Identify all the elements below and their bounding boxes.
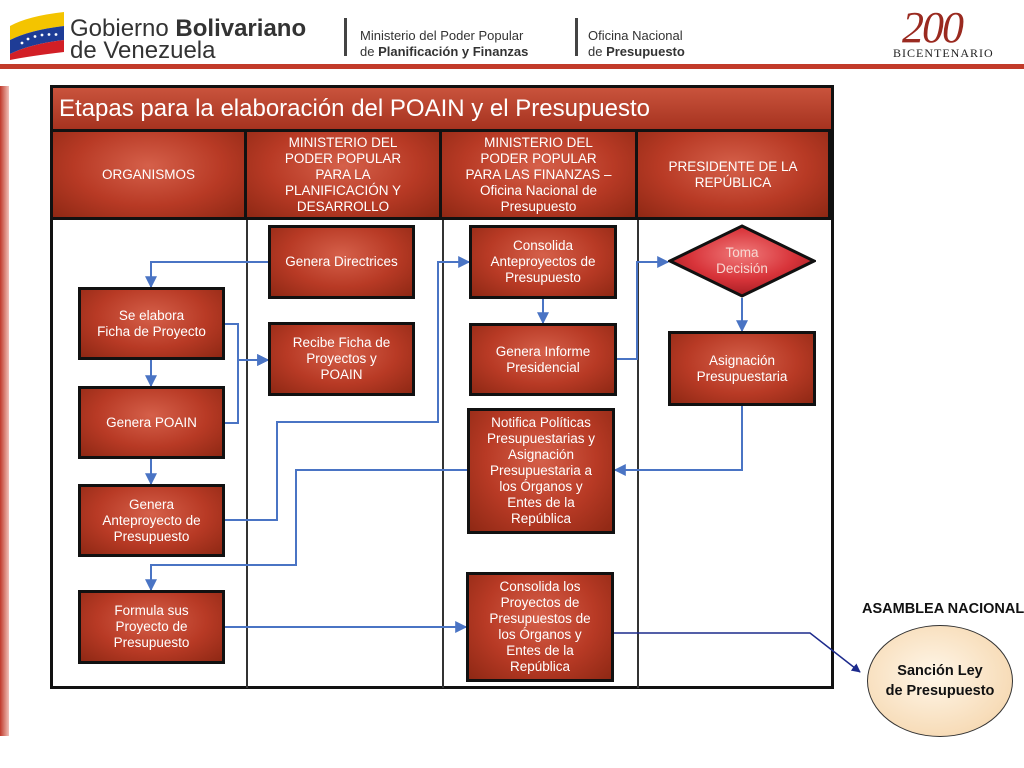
header-red-rule: [0, 64, 1024, 69]
arrow-anteproyecto-to-consolida: [225, 256, 471, 521]
bicentenario-logo-number: 200: [902, 3, 964, 52]
ministry-line2: de Planificación y Finanzas: [360, 44, 529, 59]
gov-name-line2: de Venezuela: [70, 37, 216, 64]
column-header-presidente: PRESIDENTE DE LA REPÚBLICA: [638, 132, 831, 220]
office-line2: de Presupuesto: [588, 44, 685, 59]
diagram-title: Etapas para la elaboración del POAIN y e…: [50, 85, 834, 132]
lane-divider: [637, 220, 639, 688]
venezuela-flag-logo: [10, 12, 64, 60]
box-genera-directrices: Genera Directrices: [268, 225, 415, 299]
decision-diamond: [668, 224, 816, 298]
column-header-organismos: ORGANISMOS: [53, 132, 247, 220]
box-se-elabora-ficha: Se elabora Ficha de Proyecto: [78, 287, 225, 360]
arrow-poain-to-recibe: [225, 354, 270, 424]
box-consolida-anteproyectos: Consolida Anteproyectos de Presupuesto: [469, 225, 617, 299]
left-decorative-strip: [0, 86, 9, 736]
box-genera-anteproyecto: Genera Anteproyecto de Presupuesto: [78, 484, 225, 557]
sancion-ley-ellipse: Sanción Ley de Presupuesto: [867, 625, 1013, 737]
box-asignacion-presupuestaria: Asignación Presupuestaria: [668, 331, 816, 406]
lane-divider: [442, 220, 444, 688]
box-notifica-politicas: Notifica Políticas Presupuestarias y Asi…: [467, 408, 615, 534]
box-recibe-ficha: Recibe Ficha de Proyectos y POAIN: [268, 322, 415, 396]
ministry-line1: Ministerio del Poder Popular: [360, 28, 524, 43]
box-genera-poain: Genera POAIN: [78, 386, 225, 459]
header-divider: [575, 18, 578, 56]
header-divider: [344, 18, 347, 56]
decision-label: Toma Decisión: [716, 245, 768, 276]
box-genera-informe: Genera Informe Presidencial: [469, 323, 617, 396]
arrow-ficha-to-recibe: [225, 323, 270, 366]
arrow-notifica-to-formula: [145, 469, 467, 592]
arrow-consolida-to-sancion: [614, 632, 861, 673]
asamblea-nacional-label: ASAMBLEA NACIONAL: [862, 601, 1024, 617]
box-consolida-proyectos: Consolida los Proyectos de Presupuestos …: [466, 572, 614, 682]
office-line1: Oficina Nacional: [588, 28, 683, 43]
lane-divider: [246, 220, 248, 688]
arrow-informe-to-decision: [617, 256, 670, 360]
box-formula-proyecto: Formula sus Proyecto de Presupuesto: [78, 590, 225, 664]
arrow-asignacion-to-notifica: [613, 406, 743, 476]
gov-name-line1: Gobierno Bolivariano: [70, 15, 307, 42]
arrow-directrices-to-ficha: [145, 261, 270, 289]
column-header-finanzas: MINISTERIO DEL PODER POPULAR PARA LAS FI…: [442, 132, 638, 220]
column-header-planificacion: MINISTERIO DEL PODER POPULAR PARA LA PLA…: [247, 132, 442, 220]
bicentenario-logo-label: BICENTENARIO: [893, 46, 994, 60]
